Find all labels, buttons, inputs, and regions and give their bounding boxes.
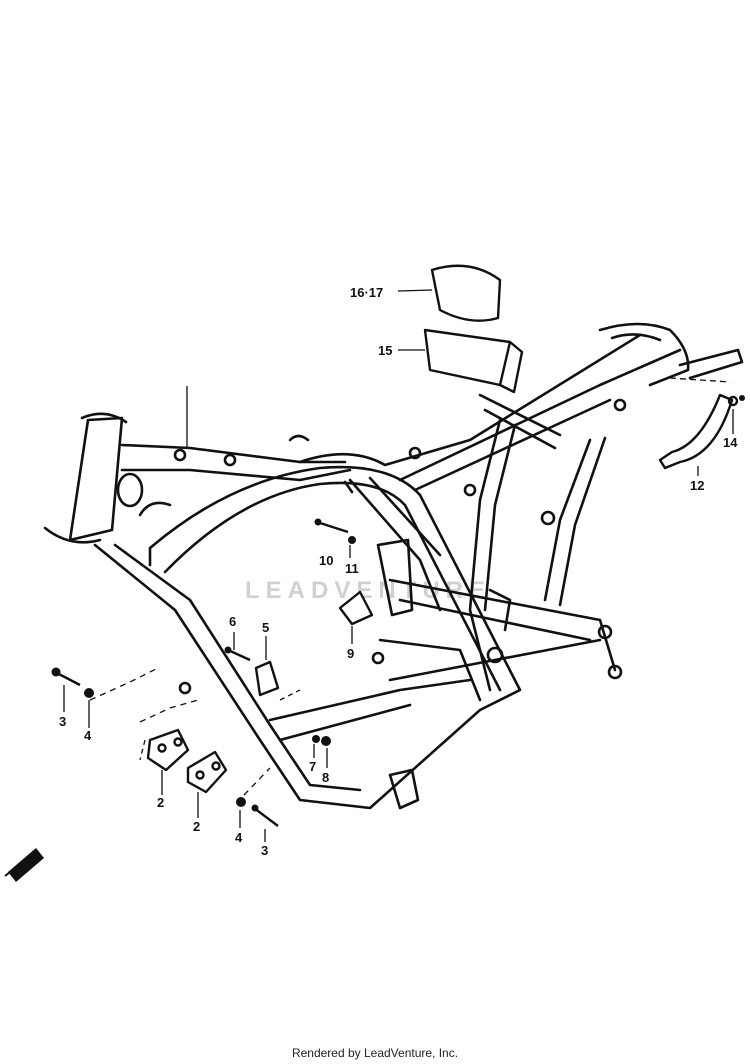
callout-8: 8 <box>322 770 329 785</box>
callout-15: 15 <box>378 343 392 358</box>
callout-10: 10 <box>319 553 333 568</box>
part-plate-2b <box>186 750 228 794</box>
rendered-by-footer: Rendered by LeadVenture, Inc. <box>291 1046 459 1060</box>
callout-14: 14 <box>723 435 738 450</box>
fasteners <box>51 395 745 812</box>
part-bracket-9 <box>338 590 374 626</box>
callout-12: 12 <box>690 478 704 493</box>
part-bolt-3b <box>253 807 279 827</box>
callout-3-left: 3 <box>59 714 66 729</box>
parts <box>54 264 739 827</box>
callout-3-bottom: 3 <box>261 843 268 858</box>
part-bolt-10 <box>319 521 349 534</box>
callout-2-left: 2 <box>157 795 164 810</box>
callout-6: 6 <box>229 614 236 629</box>
part-cover-16-17 <box>430 264 502 322</box>
frame-body <box>43 322 744 810</box>
callout-16-17: 16·17 <box>350 285 383 300</box>
part-bracket-5 <box>254 660 280 697</box>
callout-5: 5 <box>262 620 269 635</box>
part-bolt-6 <box>227 648 251 662</box>
callout-labels: 16·17 15 14 12 10 11 9 6 5 3 4 2 2 7 8 4… <box>59 285 738 858</box>
part-plate-2a <box>146 728 190 772</box>
callout-4-bottom: 4 <box>235 830 243 845</box>
leader-lines <box>63 289 734 842</box>
callout-9: 9 <box>347 646 354 661</box>
callout-2-right: 2 <box>193 819 200 834</box>
callout-7: 7 <box>309 759 316 774</box>
front-direction-arrow-icon <box>4 848 44 882</box>
part-tray-15 <box>423 328 512 387</box>
part-stay-12 <box>658 393 734 470</box>
callout-4-left: 4 <box>84 728 92 743</box>
callout-11: 11 <box>345 561 359 576</box>
